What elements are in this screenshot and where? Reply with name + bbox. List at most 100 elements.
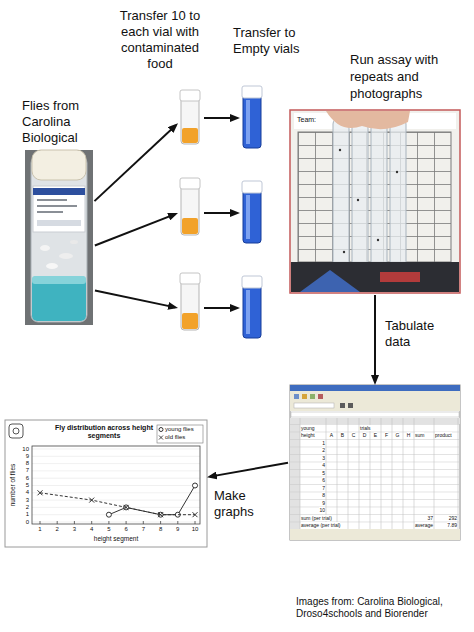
tick-label: 9 [176,526,179,533]
vial-highlight [246,100,250,144]
hand [326,111,410,129]
table-cell: trials [360,425,371,432]
spreadsheet [290,385,460,540]
tick-label: 6 [124,526,127,533]
tick-label: 8 [26,460,29,467]
tick-label: 3 [73,526,76,533]
tick-label: 1 [26,511,29,518]
label-line [37,205,77,207]
label-holder: 37 [415,515,433,522]
foam-plug [180,178,200,189]
tick-label: 3 [26,497,29,504]
label-holder: 10 [188,526,202,533]
mat-pattern [380,272,420,282]
axis-tick [40,521,195,524]
mat-pattern [300,270,360,292]
toolbar-icon [318,394,323,399]
old-series-line [40,493,195,515]
fly-food-surface [32,276,86,284]
photo-frame [290,110,460,293]
foam-plug [242,86,262,98]
fly [339,149,341,151]
tick-label: 10 [22,446,29,453]
formula-bar [291,412,459,417]
label-holder: 2 [301,447,325,454]
table-cell: 7 [322,485,325,492]
credit-note: Images from: Carolina Biological, Droso4… [296,596,466,620]
pupa [40,245,50,251]
table-cell: young [301,425,315,432]
toolbar-icon [302,394,307,399]
table-cell: product [435,432,452,439]
label-holder: C [349,432,358,439]
label-holder: 7 [136,526,150,533]
column-header [290,418,460,424]
tick-label: 0 [26,519,29,526]
label-holder: Images from: Carolina Biological, Droso4… [296,596,466,620]
label-holder: trials [360,425,369,432]
fly [377,239,379,241]
foam-plug [180,273,200,284]
table-cell: 1 [322,440,325,447]
table-cell: 10 [319,507,325,514]
table-cell: 8 [322,492,325,499]
table-cell: E [374,432,377,439]
chart-title: Fly distribution across height segments [52,424,156,440]
toolbar-icon [340,403,345,408]
toolbar-field [294,403,334,408]
title-bar [290,385,460,391]
caption-holder: Transfer 10 to each vial with contaminat… [112,8,208,72]
pupa [59,253,73,259]
label-holder: 3 [301,455,325,462]
label-holder: 3 [15,497,29,504]
legend-label: old flies [165,434,185,441]
table-cell: 2 [322,447,325,454]
label-holder: 9 [15,453,29,460]
table-cell: 37 [427,515,433,522]
table-mat [291,262,459,292]
table-cell: 6 [322,477,325,484]
table-cell: H [407,432,411,439]
food-vials [180,90,200,330]
vial-label [33,186,85,232]
foam-plug [32,150,86,180]
label-holder: F [382,432,391,439]
label-holder: 10 [15,446,29,453]
label-holder: 8 [301,492,325,499]
arrow-connector [94,125,175,201]
arrow-connector [95,290,175,307]
label-holder: 1 [15,511,29,518]
arrow-connector [210,463,288,477]
chart-frame [5,420,207,547]
label-holder: 7.89 [435,522,457,529]
tick-label: 4 [90,526,93,533]
label-holder: height segment [66,535,166,543]
legend-label: young flies [165,426,194,433]
label-holder: E [371,432,380,439]
fly [343,251,345,253]
label-holder: young [301,425,325,432]
caption-holder: Flies from Carolina Biological [22,98,102,146]
table-cell: A [330,432,333,439]
arrow-connector [204,212,237,214]
table-cell: sum (per trial) [301,515,332,522]
empty-vial [240,183,264,243]
tick-label: 5 [26,482,29,489]
tick-label: 1 [38,526,41,533]
label-holder: 7 [15,467,29,474]
label-holder: 5 [301,470,325,477]
caption-holder: Transfer to Empty vials [233,25,313,57]
column-lines [300,418,458,529]
pupa [70,240,78,244]
legend-symbol [159,436,163,440]
tick-label: 8 [159,526,162,533]
step-caption: Flies from Carolina Biological [22,98,102,146]
label-holder: 5 [15,482,29,489]
empty-vial [240,278,264,338]
assay-tube [352,118,368,268]
label-line [37,211,63,213]
step-label: Make graphs [214,488,259,520]
label-holder: Team: [297,115,327,124]
edge-label-holder: Tabulate data [385,318,445,350]
label-holder: B [338,432,347,439]
